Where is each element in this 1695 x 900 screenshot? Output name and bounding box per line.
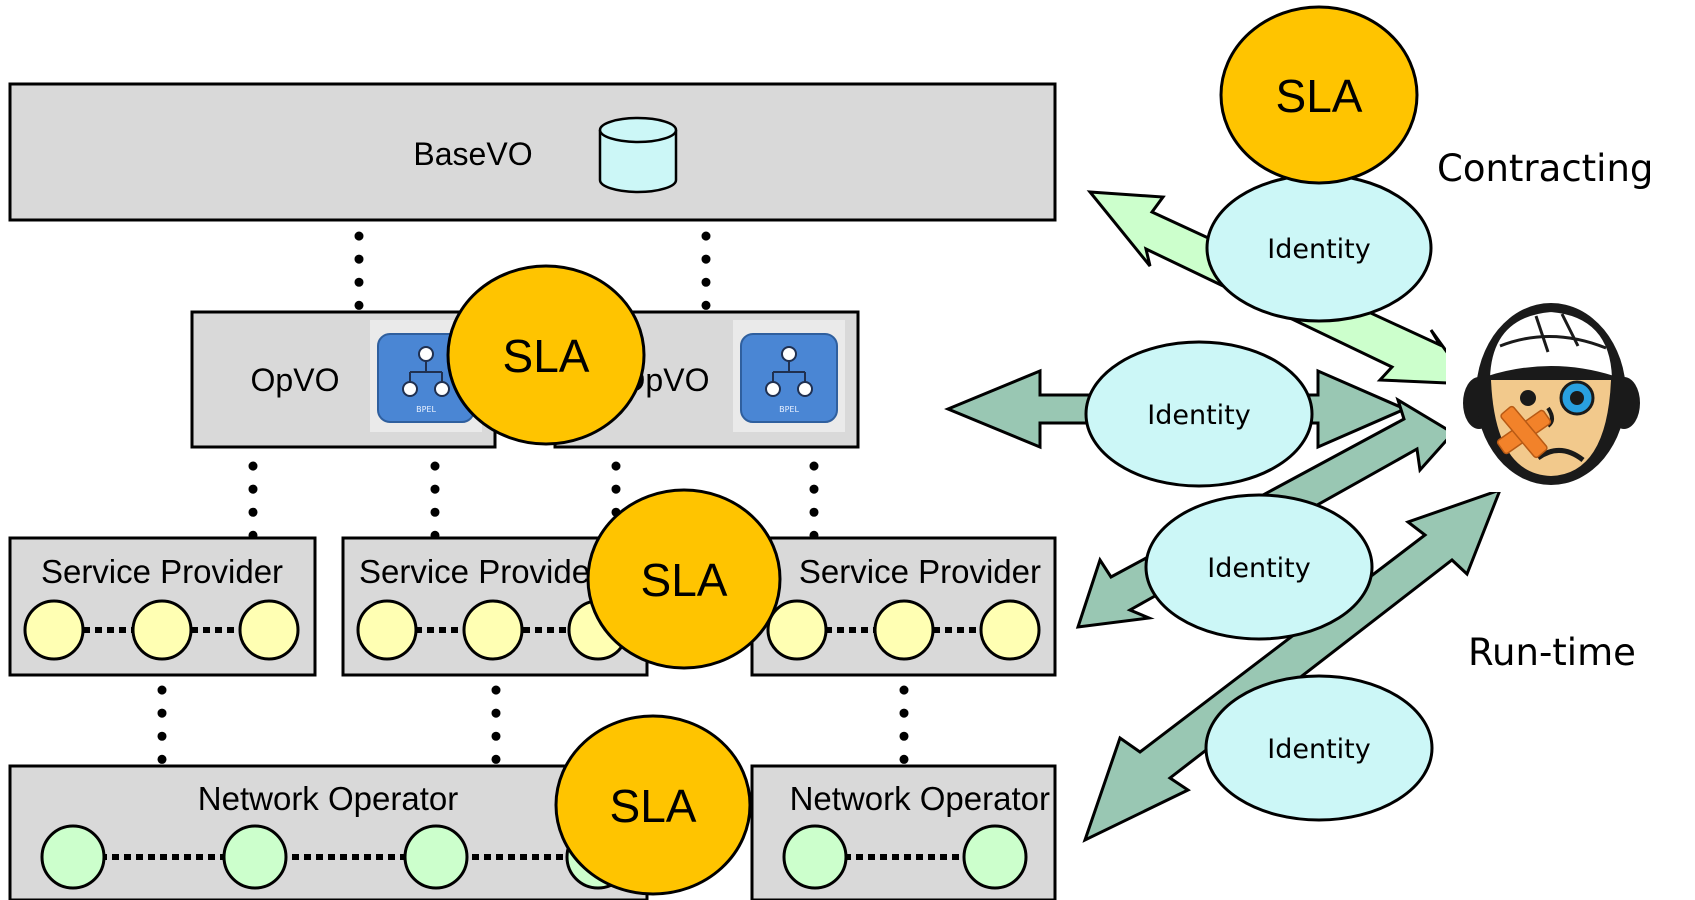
- network-node: [222, 824, 288, 890]
- injured-user-icon: [1446, 282, 1656, 492]
- svg-text:BPEL: BPEL: [779, 405, 799, 414]
- network-node: [962, 824, 1028, 890]
- service-node: [979, 599, 1041, 661]
- identity-contracting: Identity: [1205, 173, 1433, 323]
- network-operator-1-frame: [8, 764, 649, 900]
- service-node: [131, 599, 193, 661]
- network-operator-1: Network Operator: [8, 764, 649, 900]
- identity-opvo-label: Identity: [1147, 400, 1250, 431]
- sla-network-label: SLA: [610, 780, 697, 832]
- sla-opvo: SLA: [446, 264, 646, 446]
- identity-contracting-label: Identity: [1267, 234, 1370, 265]
- service-provider-3-label: Service Provider: [799, 553, 1041, 590]
- service-node: [238, 599, 300, 661]
- service-node: [23, 599, 85, 661]
- basevo-box: BaseVO: [8, 82, 1057, 222]
- bpel-process-icon: BPEL: [733, 320, 845, 432]
- service-node: [766, 599, 828, 661]
- service-provider-3: Service Provider: [750, 536, 1057, 677]
- runtime-label: Run-time: [1468, 631, 1636, 674]
- service-provider-1-label: Service Provider: [41, 553, 283, 590]
- network-operator-2: Network Operator: [750, 764, 1057, 900]
- identity-service: Identity: [1144, 493, 1374, 641]
- svg-text:BPEL: BPEL: [416, 405, 436, 414]
- sla-opvo-label: SLA: [503, 330, 590, 382]
- service-node: [462, 599, 524, 661]
- network-node: [403, 824, 469, 890]
- contracting-label: Contracting: [1437, 147, 1653, 190]
- sla-top-label: SLA: [1276, 70, 1363, 122]
- network-node: [782, 824, 848, 890]
- sla-top: SLA: [1219, 5, 1419, 185]
- identity-network: Identity: [1204, 674, 1434, 822]
- network-node: [40, 824, 106, 890]
- opvo-left-label: OpVO: [251, 362, 340, 398]
- sla-service-label: SLA: [641, 554, 728, 606]
- identity-network-label: Identity: [1267, 734, 1370, 765]
- service-node: [873, 599, 935, 661]
- network-operator-2-label: Network Operator: [790, 780, 1050, 817]
- sla-service: SLA: [586, 488, 782, 670]
- sla-network: SLA: [554, 714, 752, 896]
- basevo-label: BaseVO: [413, 136, 532, 172]
- basevo-frame: [8, 82, 1057, 222]
- database-icon: [598, 116, 678, 194]
- service-provider-1: Service Provider: [8, 536, 317, 677]
- service-provider-2-label: Service Provider: [359, 553, 601, 590]
- identity-service-label: Identity: [1207, 553, 1310, 584]
- service-node: [356, 599, 418, 661]
- opvo-left-box: OpVO BPEL: [190, 310, 497, 449]
- network-operator-1-label: Network Operator: [198, 780, 458, 817]
- identity-opvo: Identity: [1084, 340, 1314, 488]
